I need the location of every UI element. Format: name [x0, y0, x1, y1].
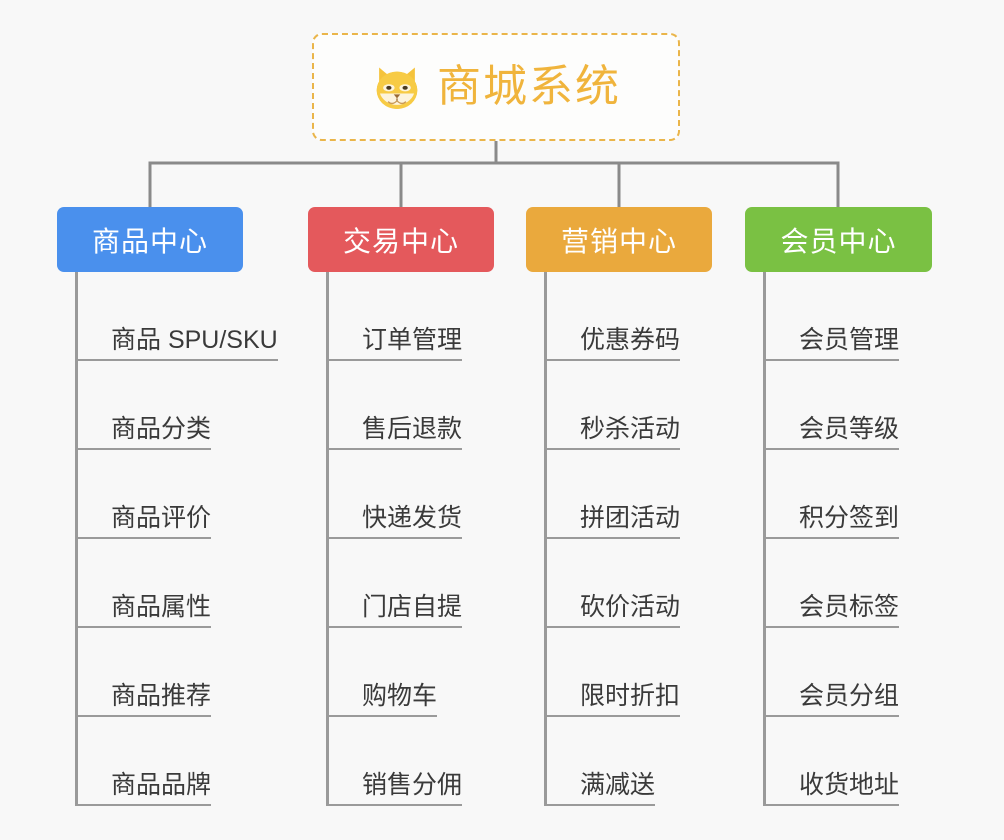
list-item-underline: [544, 359, 681, 361]
list-item[interactable]: 订单管理: [326, 272, 494, 361]
list-item-underline: [75, 537, 212, 539]
branch-body-marketing-center: 优惠券码 秒杀活动 拼团活动 砍价活动 限时折扣 满减送: [544, 272, 712, 806]
branch-header-label: 会员中心: [780, 225, 897, 257]
list-item-underline: [544, 448, 681, 450]
list-item-label: 商品推荐: [111, 682, 212, 711]
list-item-underline: [326, 626, 463, 628]
root-title: 商城系统: [437, 62, 621, 111]
branch-spine: [544, 272, 547, 806]
branch-spine: [75, 272, 78, 806]
branch-header-trade-center[interactable]: 交易中心: [308, 207, 494, 272]
list-item-label: 售后退款: [362, 415, 463, 444]
branch-header-marketing-center[interactable]: 营销中心: [526, 207, 712, 272]
list-item[interactable]: 商品 SPU/SKU: [75, 272, 278, 361]
branch-header-label: 商品中心: [91, 225, 208, 257]
list-item-underline: [326, 448, 463, 450]
list-item-label: 销售分佣: [362, 771, 463, 800]
list-item-underline: [75, 804, 212, 806]
branch-marketing-center: 营销中心 优惠券码 秒杀活动 拼团活动 砍价活动 限时折扣: [526, 207, 712, 806]
list-item-label: 优惠券码: [580, 326, 681, 355]
branch-body-product-center: 商品 SPU/SKU 商品分类 商品评价 商品属性 商品推荐 商品品牌: [75, 272, 278, 806]
list-item-label: 商品分类: [111, 415, 212, 444]
list-item-label: 会员标签: [799, 593, 900, 622]
list-item[interactable]: 积分签到: [763, 450, 932, 539]
list-item-label: 砍价活动: [580, 593, 681, 622]
list-item-label: 收货地址: [799, 771, 900, 800]
list-item-underline: [763, 448, 900, 450]
list-item-underline: [75, 359, 278, 361]
list-item-label: 积分签到: [799, 504, 900, 533]
list-item[interactable]: 砍价活动: [544, 539, 712, 628]
list-item[interactable]: 限时折扣: [544, 628, 712, 717]
list-item-underline: [326, 537, 463, 539]
list-item[interactable]: 会员标签: [763, 539, 932, 628]
list-item-label: 快递发货: [362, 504, 463, 533]
list-item-underline: [544, 715, 681, 717]
branch-header-product-center[interactable]: 商品中心: [57, 207, 243, 272]
branch-header-label: 交易中心: [342, 225, 459, 257]
list-item[interactable]: 购物车: [326, 628, 494, 717]
list-item[interactable]: 售后退款: [326, 361, 494, 450]
list-item-label: 会员分组: [799, 682, 900, 711]
list-item-label: 门店自提: [362, 593, 463, 622]
list-item-underline: [75, 626, 212, 628]
list-item[interactable]: 商品评价: [75, 450, 278, 539]
list-item-underline: [326, 804, 463, 806]
list-item[interactable]: 快递发货: [326, 450, 494, 539]
shiba-dog-emoji: [371, 61, 423, 113]
branch-product-center: 商品中心 商品 SPU/SKU 商品分类 商品评价 商品属性 商品推荐: [57, 207, 278, 806]
list-item[interactable]: 商品品牌: [75, 717, 278, 806]
list-item-underline: [544, 537, 681, 539]
list-item[interactable]: 销售分佣: [326, 717, 494, 806]
list-item[interactable]: 商品推荐: [75, 628, 278, 717]
list-item-underline: [763, 537, 900, 539]
branch-header-label: 营销中心: [560, 225, 677, 257]
list-item-label: 限时折扣: [580, 682, 681, 711]
list-item[interactable]: 拼团活动: [544, 450, 712, 539]
list-item[interactable]: 秒杀活动: [544, 361, 712, 450]
branch-spine: [326, 272, 329, 806]
list-item[interactable]: 会员管理: [763, 272, 932, 361]
list-item[interactable]: 商品分类: [75, 361, 278, 450]
branch-trade-center: 交易中心 订单管理 售后退款 快递发货 门店自提 购物车: [308, 207, 494, 806]
list-item-label: 商品 SPU/SKU: [111, 326, 278, 355]
list-item-underline: [326, 715, 438, 717]
list-item-label: 商品品牌: [111, 771, 212, 800]
list-item-label: 满减送: [580, 771, 656, 800]
list-item-underline: [763, 804, 900, 806]
list-item-label: 购物车: [362, 682, 438, 711]
list-item-label: 秒杀活动: [580, 415, 681, 444]
list-item-underline: [763, 359, 900, 361]
branch-body-member-center: 会员管理 会员等级 积分签到 会员标签 会员分组 收货地址: [763, 272, 932, 806]
list-item-underline: [75, 715, 212, 717]
list-item-underline: [544, 804, 656, 806]
list-item-underline: [763, 626, 900, 628]
list-item[interactable]: 会员等级: [763, 361, 932, 450]
list-item-label: 会员管理: [799, 326, 900, 355]
list-item-underline: [763, 715, 900, 717]
branch-member-center: 会员中心 会员管理 会员等级 积分签到 会员标签 会员分组: [745, 207, 932, 806]
list-item-label: 订单管理: [362, 326, 463, 355]
list-item-underline: [326, 359, 463, 361]
list-item-underline: [75, 448, 212, 450]
branch-header-member-center[interactable]: 会员中心: [745, 207, 932, 272]
list-item[interactable]: 满减送: [544, 717, 712, 806]
list-item[interactable]: 商品属性: [75, 539, 278, 628]
list-item[interactable]: 收货地址: [763, 717, 932, 806]
list-item-underline: [544, 626, 681, 628]
list-item[interactable]: 优惠券码: [544, 272, 712, 361]
list-item-label: 拼团活动: [580, 504, 681, 533]
list-item-label: 会员等级: [799, 415, 900, 444]
branch-body-trade-center: 订单管理 售后退款 快递发货 门店自提 购物车 销售分佣: [326, 272, 494, 806]
list-item[interactable]: 门店自提: [326, 539, 494, 628]
list-item[interactable]: 会员分组: [763, 628, 932, 717]
branch-spine: [763, 272, 766, 806]
list-item-label: 商品评价: [111, 504, 212, 533]
list-item-label: 商品属性: [111, 593, 212, 622]
root-node[interactable]: 商城系统: [312, 33, 680, 141]
